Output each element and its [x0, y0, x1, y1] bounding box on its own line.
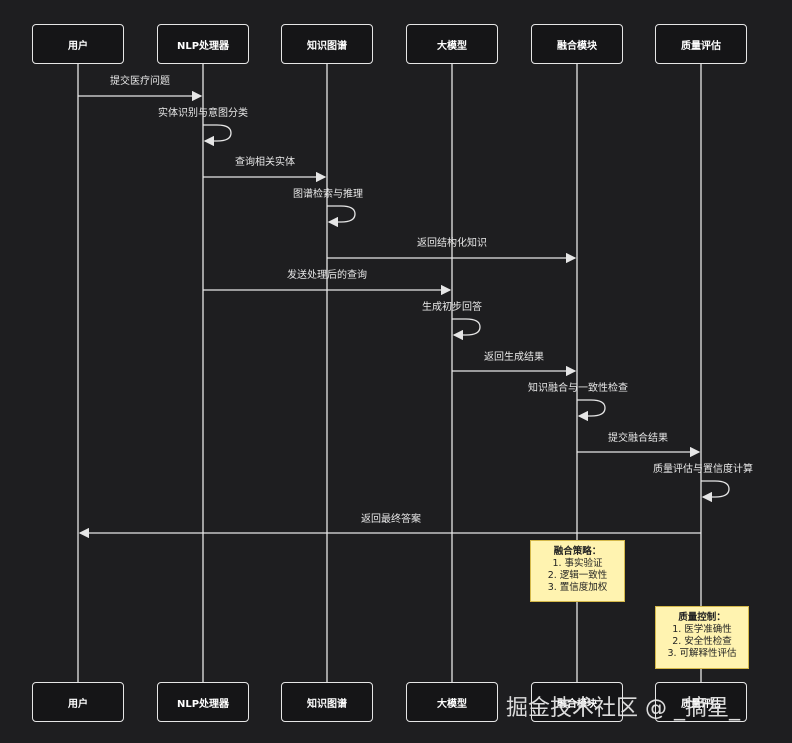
- participant-fusion-bottom: 融合模块: [531, 682, 623, 722]
- participant-user-bottom: 用户: [32, 682, 124, 722]
- note-item: 3. 置信度加权: [547, 582, 608, 593]
- self-message-arrow: [203, 124, 232, 147]
- message-label: 知识融合与一致性检查: [528, 383, 628, 394]
- participant-nlp-top: NLP处理器: [157, 24, 249, 64]
- message-label: 返回最终答案: [361, 514, 421, 525]
- fusion-strategy-note: 融合策略： 1. 事实验证 2. 逻辑一致性 3. 置信度加权: [530, 540, 625, 602]
- note-item: 1. 医学准确性: [672, 624, 732, 635]
- message-label: 实体识别与意图分类: [158, 108, 248, 119]
- message-label: 生成初步回答: [422, 302, 482, 313]
- participant-fusion-top: 融合模块: [531, 24, 623, 64]
- participant-quality-top: 质量评估: [655, 24, 747, 64]
- self-message-arrow: [577, 399, 606, 422]
- note-item: 2. 安全性检查: [672, 636, 732, 647]
- message-label: 提交医疗问题: [110, 76, 170, 87]
- quality-control-note: 质量控制： 1. 医学准确性 2. 安全性检查 3. 可解释性评估: [655, 606, 749, 669]
- message-label: 提交融合结果: [608, 433, 668, 444]
- participant-user-top: 用户: [32, 24, 124, 64]
- participant-quality-bottom: 质量评估: [655, 682, 747, 722]
- message-label: 发送处理后的查询: [287, 270, 367, 281]
- note-item: 1. 事实验证: [552, 558, 603, 569]
- note-item: 2. 逻辑一致性: [547, 570, 608, 581]
- participant-kg-bottom: 知识图谱: [281, 682, 373, 722]
- message-label: 返回结构化知识: [417, 238, 487, 249]
- message-label: 查询相关实体: [235, 157, 295, 168]
- self-message-arrow: [452, 318, 481, 341]
- message-label: 质量评估与置信度计算: [653, 464, 753, 475]
- message-label: 图谱检索与推理: [293, 189, 363, 200]
- message-label: 返回生成结果: [484, 352, 544, 363]
- watermark: 掘金技术社区 @ _摘星_: [506, 696, 740, 721]
- note-title: 质量控制：: [678, 612, 726, 623]
- participant-llm-bottom: 大模型: [406, 682, 498, 722]
- participant-nlp-bottom: NLP处理器: [157, 682, 249, 722]
- note-title: 融合策略：: [553, 546, 602, 557]
- participant-llm-top: 大模型: [406, 24, 498, 64]
- self-message-arrow: [701, 480, 730, 503]
- note-item: 3. 可解释性评估: [667, 648, 737, 659]
- participant-kg-top: 知识图谱: [281, 24, 373, 64]
- self-message-arrow: [327, 205, 356, 228]
